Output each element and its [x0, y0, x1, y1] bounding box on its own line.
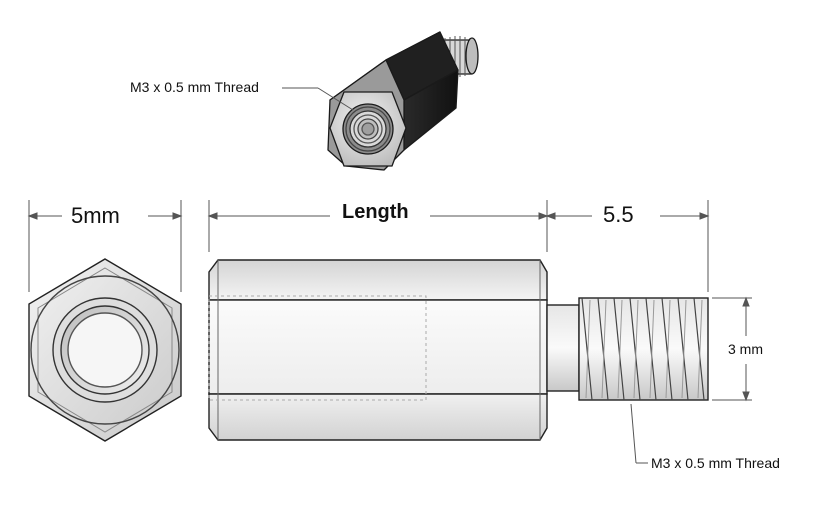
stud-thread [578, 297, 709, 401]
stud-thread-callout: M3 x 0.5 mm Thread [651, 455, 780, 471]
body-top-face [208, 259, 548, 301]
body-bottom-face [208, 393, 548, 441]
stud-thread-crests [581, 297, 705, 401]
bore-inner [67, 312, 143, 388]
length-dimension: Length [342, 201, 409, 223]
iso-callout-leader-angled [317, 87, 354, 111]
hex-chamfer-circle [30, 275, 180, 425]
side-view [208, 259, 709, 441]
iso-internal-thread [342, 103, 394, 155]
stud-diameter-dimension: 3 mm [728, 341, 763, 357]
iso-thread-callout: M3 x 0.5 mm Thread [130, 79, 259, 95]
end-view [28, 258, 182, 442]
body-middle-face [208, 299, 548, 395]
hidden-internal-thread [208, 295, 427, 401]
stud-length-dimension: 5.5 [603, 202, 634, 227]
dimensions [27, 200, 752, 464]
stud-neck [546, 304, 580, 392]
stud-callout-leader [630, 403, 637, 464]
isometric-view [327, 31, 479, 171]
hex-width-dimension: 5mm [71, 203, 120, 228]
